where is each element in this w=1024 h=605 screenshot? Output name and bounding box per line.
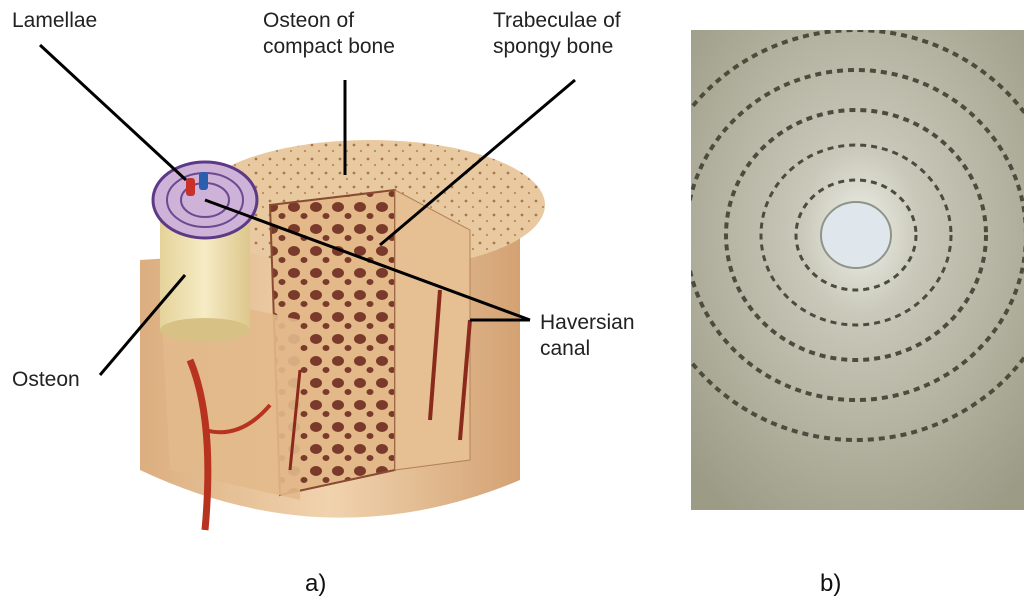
central-canal	[821, 202, 891, 268]
osteon-micrograph	[691, 30, 1024, 510]
label-haversian-line1: Haversian	[540, 310, 635, 336]
canal-vein	[199, 172, 208, 190]
label-osteon: Osteon	[12, 367, 80, 393]
label-osteon-compact: Osteon of compact bone	[263, 8, 395, 60]
label-osteon-compact-line1: Osteon of	[263, 8, 395, 34]
label-trabeculae: Trabeculae of spongy bone	[493, 8, 621, 60]
panel-label-b: b)	[820, 570, 841, 598]
leader-lamellae	[40, 45, 186, 180]
label-osteon-compact-line2: compact bone	[263, 34, 395, 60]
osteon-bottom	[160, 318, 250, 342]
cutaway-wall	[395, 190, 470, 470]
label-trabeculae-line2: spongy bone	[493, 34, 621, 60]
label-trabeculae-line1: Trabeculae of	[493, 8, 621, 34]
label-haversian: Haversian canal	[540, 310, 635, 362]
canal-artery	[186, 178, 195, 196]
bone-diagram	[0, 0, 700, 560]
label-haversian-line2: canal	[540, 336, 635, 362]
label-lamellae: Lamellae	[12, 8, 97, 34]
panel-label-a: a)	[305, 570, 326, 598]
